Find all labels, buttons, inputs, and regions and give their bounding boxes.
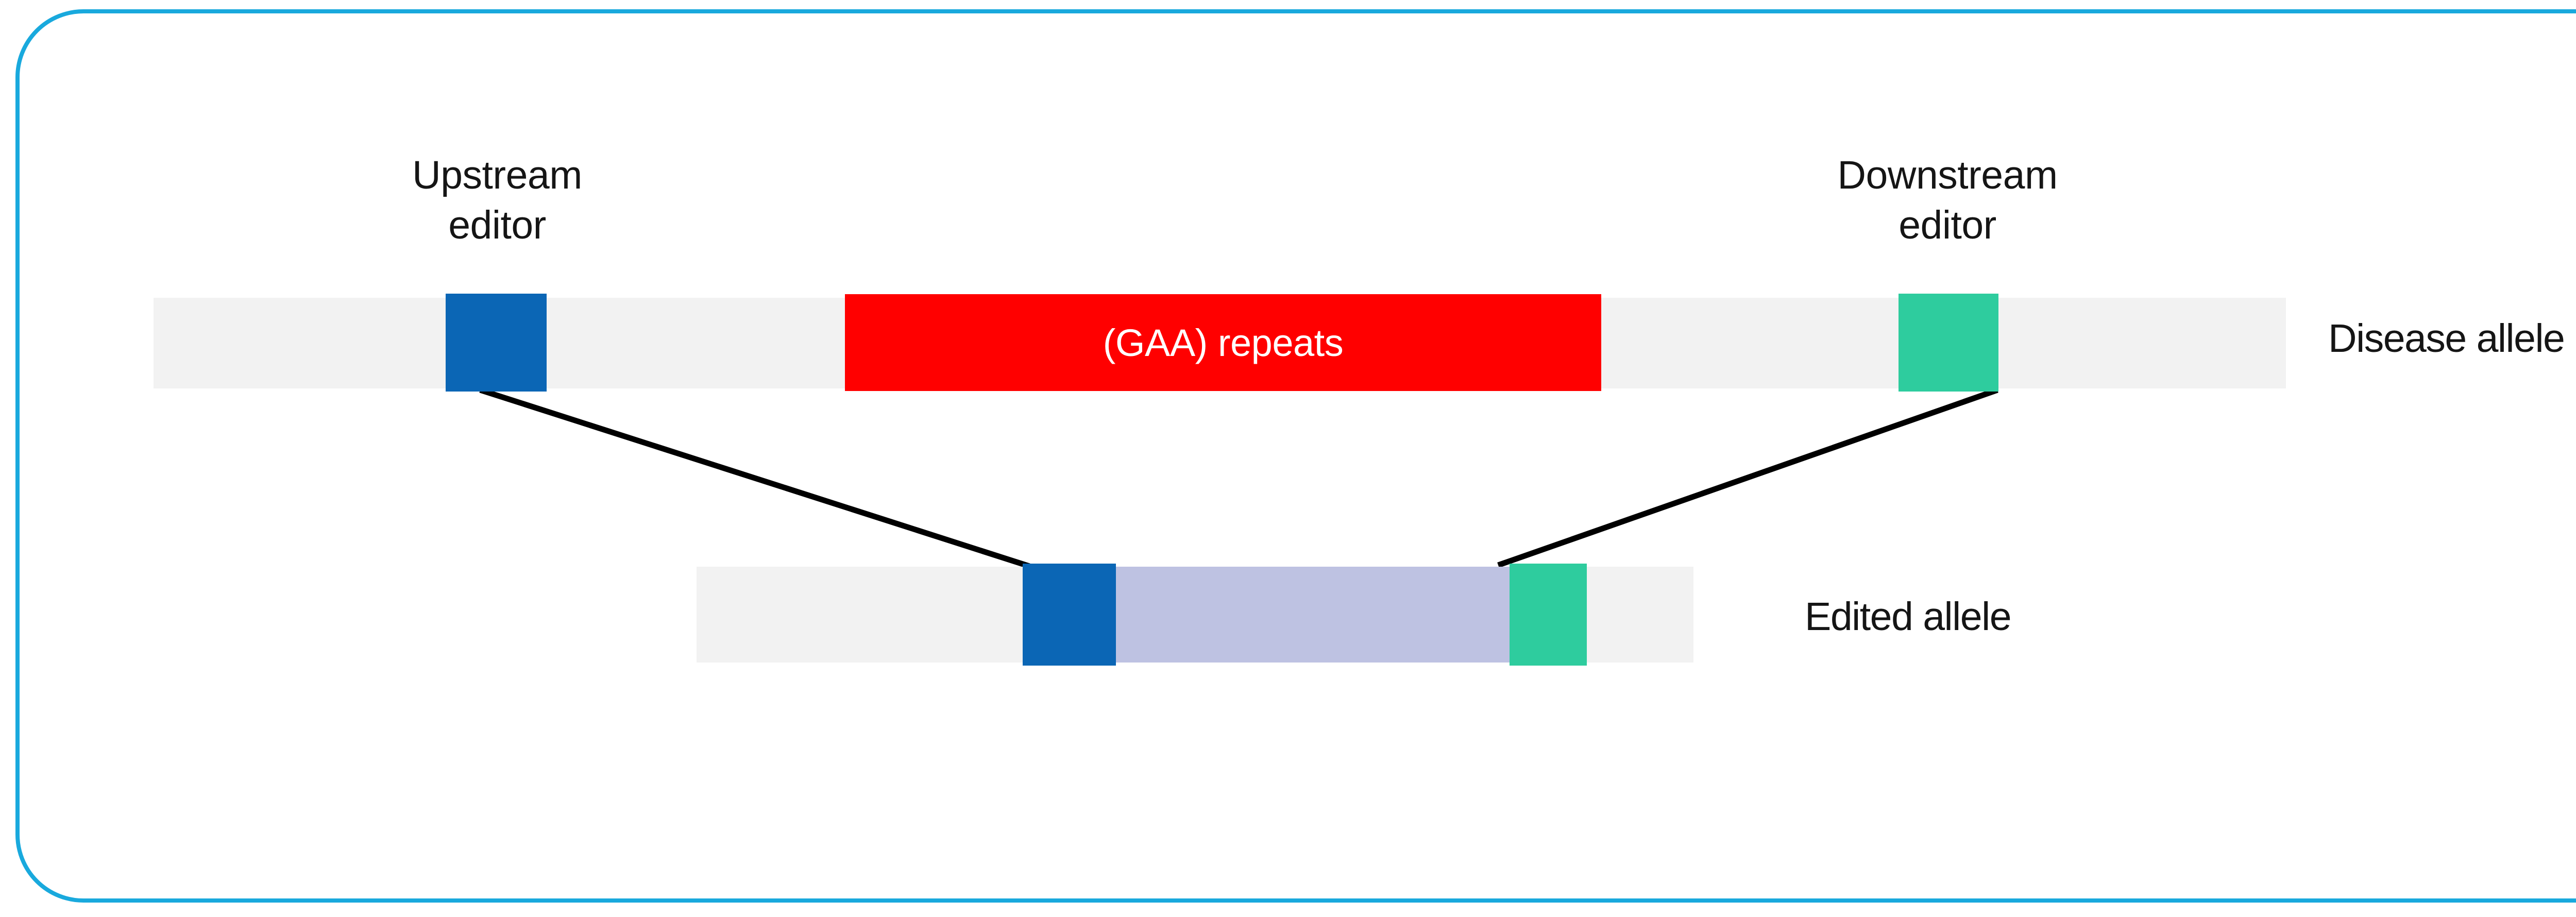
edited-allele-caption: Edited allele <box>1805 595 2012 639</box>
edited-upstream-editor-site <box>1023 564 1116 666</box>
upstream-editor-label: Upstream editor <box>412 153 582 248</box>
gaa-repeats-label: (GAA) repeats <box>1103 321 1344 364</box>
disease-upstream-editor-site <box>446 294 547 392</box>
gaa-repeats-segment: (GAA) repeats <box>845 294 1601 391</box>
figure-frame <box>15 9 2576 903</box>
disease-allele-caption: Disease allele <box>2328 316 2565 361</box>
edited-excised-junction-segment <box>1116 567 1510 663</box>
disease-downstream-editor-site <box>1899 294 1998 392</box>
downstream-editor-label: Downstream editor <box>1837 153 2058 248</box>
edited-downstream-editor-site <box>1510 564 1587 666</box>
